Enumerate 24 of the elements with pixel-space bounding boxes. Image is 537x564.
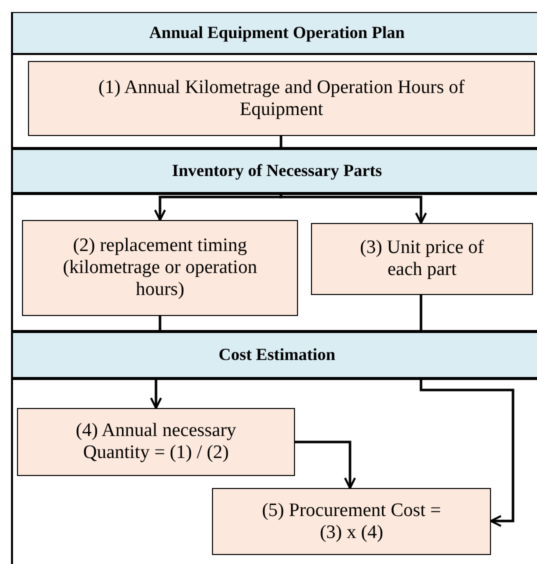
arrow [295, 440, 356, 489]
connector-line [280, 136, 282, 149]
box-text: (5) Procurement Cost = (3) x (4) [260, 500, 442, 544]
arrow [150, 378, 162, 409]
header-text: Annual Equipment Operation Plan [149, 23, 405, 43]
connector-line [158, 316, 162, 332]
box-text: (2) replacement timing (kilometrage or operation hours) [62, 235, 258, 301]
arrow [154, 193, 282, 221]
connector-line [420, 295, 422, 332]
process-box [22, 220, 298, 316]
section-header [12, 12, 537, 54]
section-header [12, 332, 537, 378]
box-text: (3) Unit price of each part [359, 237, 485, 281]
box-text: (1) Annual Kilometrage and Operation Hours of Equipment [97, 76, 466, 120]
arrow [420, 378, 514, 527]
header-text: Cost Estimation [218, 345, 336, 365]
process-box [311, 223, 533, 295]
process-box [28, 61, 535, 136]
box-text: (4) Annual necessary Quantity = (1) / (2) [74, 420, 238, 464]
section-header [12, 149, 537, 193]
process-box [212, 488, 491, 555]
arrow [280, 193, 427, 224]
header-text: Inventory of Necessary Parts [172, 161, 382, 181]
process-box [17, 408, 295, 476]
